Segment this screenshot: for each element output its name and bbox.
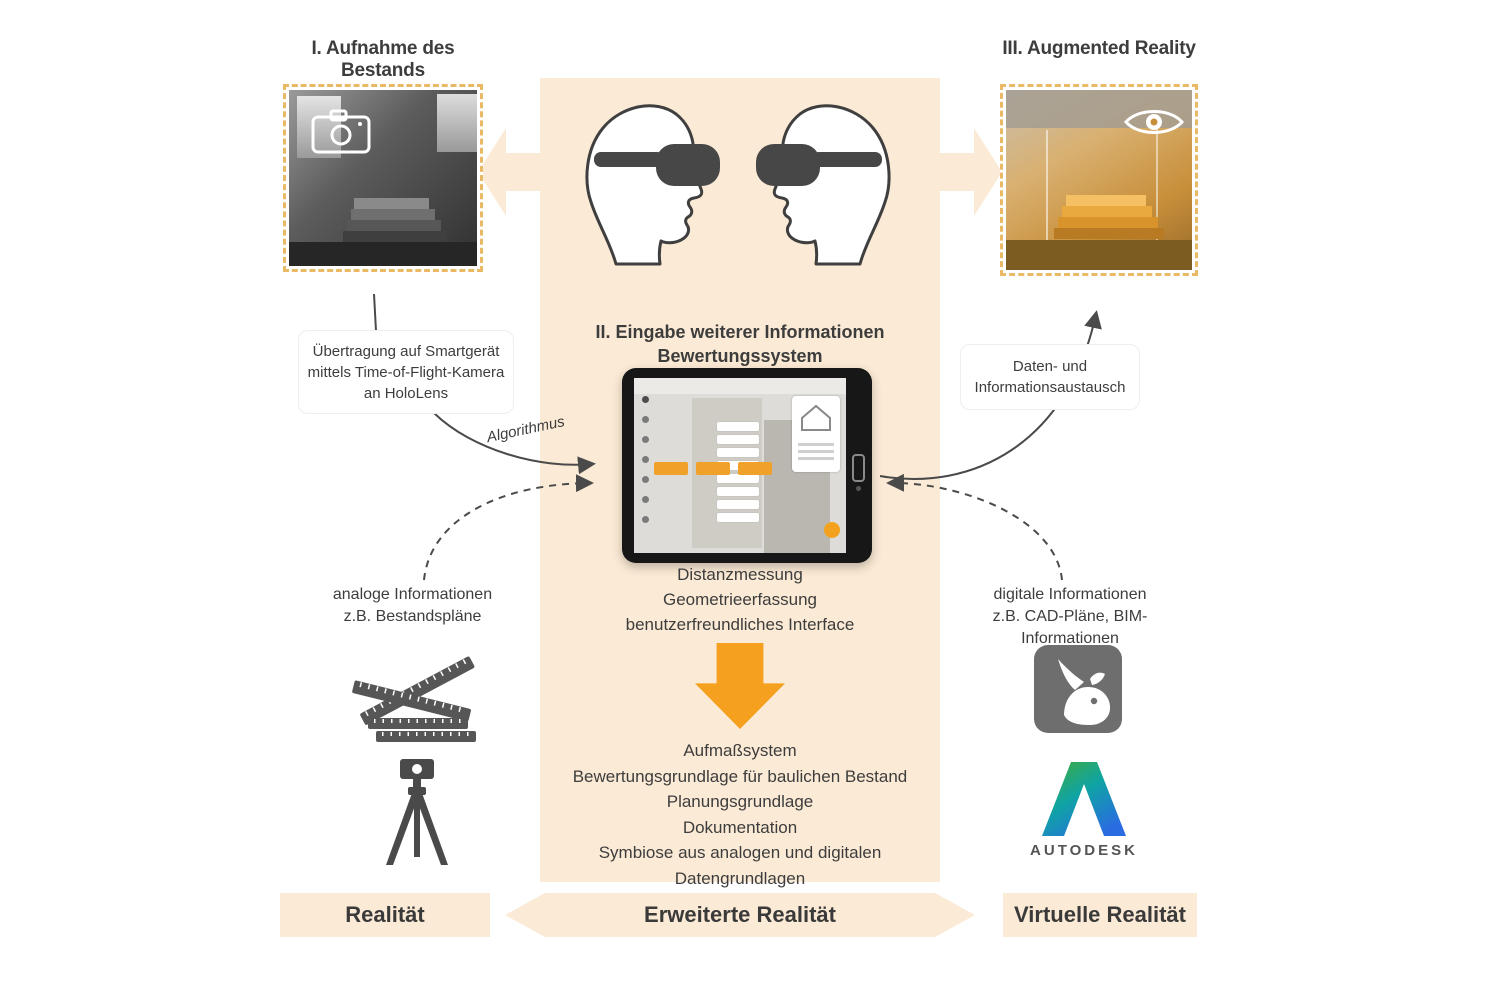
virtual-reality-band-label: Virtuelle Realität (1014, 902, 1186, 927)
right-section-title: III. Augmented Reality (1002, 38, 1196, 59)
feature-item: benutzerfreundliches Interface (625, 615, 855, 634)
transfer-note-line: an HoloLens (363, 384, 449, 402)
photo-stair-shape (347, 220, 441, 231)
eye-icon (1124, 110, 1184, 134)
rhino-logo (1034, 645, 1122, 733)
transfer-note-line: mittels Time-of-Flight-Kamera (307, 363, 505, 381)
photo-floor-shape (289, 242, 477, 266)
feature-item: Distanzmessung (677, 565, 803, 584)
reality-band: Realität (280, 893, 490, 937)
flow-arrow-left-icon (478, 128, 544, 216)
photo-stair-shape (343, 231, 447, 242)
center-heading-line2: Bewertungssystem (657, 346, 823, 366)
photo-stair-shape (1062, 206, 1152, 217)
reality-band-label: Realität (345, 902, 425, 927)
vr-head-left-icon (585, 104, 722, 266)
outcome-item: Symbiose aus analogen und digitalen Date… (598, 843, 882, 888)
outcome-list: Aufmaßsystem Bewertungsgrundlage für bau… (540, 738, 940, 891)
screen-toolbar-icon (642, 516, 649, 523)
digital-info: digitale Informationen z.B. CAD-Pläne, B… (945, 584, 1195, 650)
virtual-reality-band: Virtuelle Realität (1003, 893, 1197, 937)
autodesk-logo (1042, 762, 1126, 836)
photo-stair-shape (354, 198, 429, 209)
outcome-item: Planungsgrundlage (666, 792, 814, 811)
feature-item: Geometrieerfassung (662, 590, 818, 609)
camera-icon (311, 109, 371, 154)
tripod-icon (386, 759, 448, 865)
flow-arrow-right-icon (936, 128, 1002, 216)
center-heading-line1: II. Eingabe weiterer Informationen (595, 322, 885, 342)
analog-info: analoge Informationen z.B. Bestandspläne (320, 584, 505, 628)
screen-toolbar-icon (642, 496, 649, 503)
photo-stair-shape (1058, 217, 1158, 228)
screen-toolbar-icon (642, 436, 649, 443)
left-section-title: I. Aufnahme des Bestands (311, 38, 455, 81)
screen-toolbar-icon (642, 396, 649, 403)
screen-step-button (654, 462, 688, 475)
outcome-item: Dokumentation (682, 817, 798, 837)
vr-headset-heads-icon (585, 104, 891, 266)
augmented-reality-photo (1000, 84, 1198, 276)
extended-reality-band-label: Erweiterte Realität (644, 902, 836, 927)
photo-window-shape (437, 94, 477, 152)
transfer-note-line: Übertragung auf Smartgerät (312, 342, 500, 360)
screen-toolbar-icon (642, 456, 649, 463)
photo-to-note-line (373, 293, 377, 332)
digital-info-line: digitale Informationen (993, 586, 1147, 603)
screen-toolbar-icon (642, 476, 649, 483)
outcome-item: Bewertungsgrundlage für baulichen Bestan… (572, 766, 908, 786)
screen-sky-shape (634, 378, 846, 394)
photo-stair-shape (1066, 195, 1146, 206)
tablet-home-button (852, 454, 865, 482)
photo-grid-line (1046, 130, 1048, 240)
outcome-item: Aufmaßsystem (683, 741, 797, 760)
analog-info-line: analoge Informationen (332, 586, 493, 603)
photo-grid-line (1156, 126, 1158, 240)
digital-info-line: z.B. CAD-Pläne, BIM-Informationen (992, 608, 1148, 647)
screen-step-button (696, 462, 730, 475)
tablet-camera-dot (856, 486, 861, 491)
tablet-screen (634, 378, 846, 553)
analog-info-line: z.B. Bestandspläne (343, 608, 482, 625)
screen-detail-card (792, 396, 840, 472)
photo-floor-shape (1006, 240, 1192, 270)
exchange-note-line: Informationsaustausch (974, 379, 1126, 396)
photo-stair-shape (1054, 228, 1164, 239)
existing-building-photo (283, 84, 483, 272)
transfer-note-box: Übertragung auf Smartgerät mittels Time-… (298, 330, 514, 414)
feature-list: Distanzmessung Geometrieerfassung benutz… (590, 562, 890, 637)
screen-toolbar-icon (642, 416, 649, 423)
autodesk-label: AUTODESK (1030, 842, 1138, 859)
vr-head-right-icon (754, 104, 891, 266)
folding-ruler-icon (352, 656, 476, 742)
photo-window-shape (297, 96, 341, 158)
tablet-mockup (622, 368, 872, 563)
extended-reality-band: Erweiterte Realität (505, 893, 975, 937)
screen-fab-button (824, 522, 840, 538)
house-icon (801, 404, 831, 431)
exchange-note-box: Daten- und Informationsaustausch (960, 344, 1140, 410)
screen-step-button (738, 462, 772, 475)
photo-stair-shape (351, 209, 435, 220)
exchange-note-line: Daten- und (1012, 358, 1088, 375)
